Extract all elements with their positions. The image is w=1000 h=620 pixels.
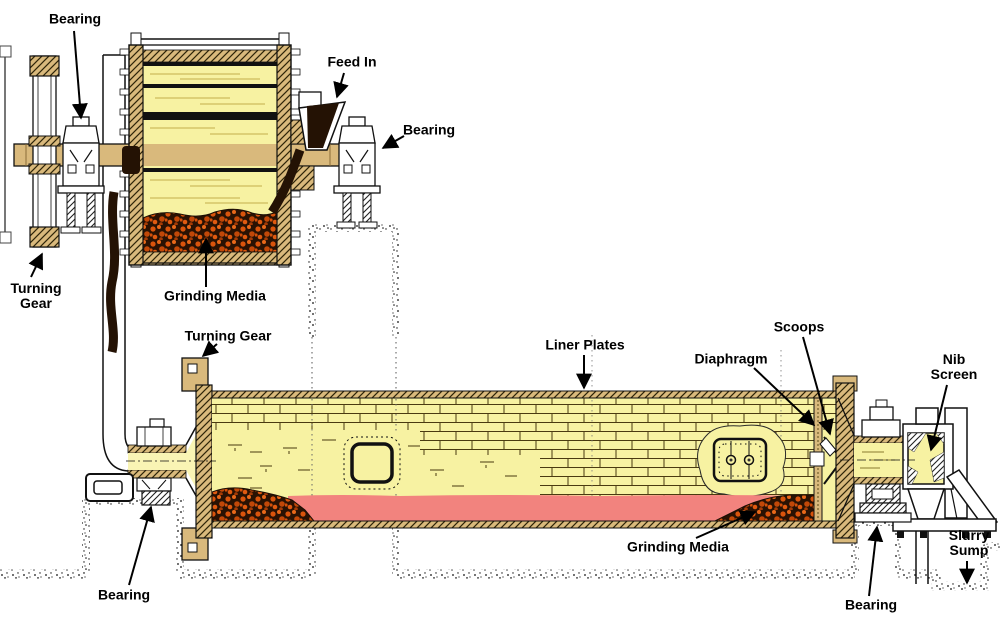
label-feed-in: Feed In [327, 53, 377, 70]
mill-head-right [835, 382, 855, 539]
label-nib-screen: Nib Screen [930, 351, 978, 382]
label-turning-gear-upper: Turning Gear [10, 280, 62, 311]
arrow-bearing-discharge [867, 525, 884, 597]
arrow-nib-screen [926, 384, 948, 452]
feed-duct-interior [128, 453, 186, 470]
section-lines [591, 335, 782, 524]
concrete-pier-middle-base [312, 528, 396, 574]
drum-flange-right [276, 44, 292, 266]
concrete-foundation-left [86, 502, 180, 574]
grinding-media-lower-left [211, 487, 316, 522]
arrow-turning-gear-lower [201, 340, 220, 358]
slurry-pool [288, 495, 816, 521]
lower-mill [85, 335, 999, 584]
liner-bricks-mid [420, 398, 540, 455]
label-diaphragm: Diaphragm [694, 350, 768, 367]
bearing-pedestal-upper-right [333, 116, 381, 229]
mill-head-left [195, 384, 213, 539]
sump-pipes [915, 531, 929, 584]
arrow-scoops [802, 336, 834, 436]
turning-gear-upper [28, 55, 61, 248]
arrow-bearing-feed-lower [128, 505, 155, 586]
foundation-left-edge [82, 498, 184, 574]
sump-platform [892, 518, 997, 532]
pier-middle-hidden-edge [311, 337, 397, 392]
label-bearing-feed-end-upper: Bearing [402, 121, 456, 138]
feed-assembly-upper [122, 91, 347, 215]
arrow-diaphragm [753, 367, 816, 427]
upper-mill-drum [119, 32, 301, 268]
grinding-media-upper-fill [142, 208, 278, 253]
discharge-stream-junction [122, 146, 140, 174]
label-bearing-pinion: Bearing [48, 10, 102, 27]
shell-top-band [211, 390, 839, 399]
nib-screen-top-box [915, 407, 939, 425]
bearing-discharge-end [854, 399, 912, 523]
pier-middle-base-edge [308, 528, 400, 574]
label-bearing-feed-end-lower: Bearing [97, 586, 151, 603]
upper-mill [0, 32, 381, 268]
label-turning-gear-lower: Turning Gear [184, 327, 272, 344]
discharge-funnel [906, 488, 946, 520]
callout-arrows [28, 30, 975, 597]
feed-stream-in-drum [268, 148, 305, 215]
gear-guard-cap [0, 231, 12, 244]
overflow-chute [945, 469, 999, 532]
sump-pit-edge [898, 540, 1000, 591]
label-liner-plates: Liner Plates [545, 336, 625, 353]
label-scoops: Scoops [773, 318, 825, 335]
gear-guard-cap [0, 45, 12, 58]
arrow-bearing-pinion [71, 30, 88, 120]
arrow-grinding-media-lower [695, 510, 757, 539]
feed-material [307, 103, 339, 148]
arrow-turning-gear-upper [28, 252, 44, 278]
diaphragm-center-box [809, 451, 825, 467]
label-slurry-sump: Slurry Sump [948, 527, 990, 558]
manhole-left [338, 431, 406, 493]
bearing-pedestal-upper-left [57, 116, 105, 234]
shell-bottom-band [211, 520, 839, 529]
slurry-stream-in-pipe [106, 191, 120, 353]
manhole-right [697, 424, 787, 498]
bearing-feed-end-lower-assembly [85, 418, 172, 506]
label-grinding-media-upper: Grinding Media [164, 287, 266, 304]
label-bearing-discharge: Bearing [844, 596, 898, 613]
feed-duct-bottom [127, 469, 187, 479]
label-grinding-media-lower: Grinding Media [627, 538, 729, 555]
shell-streaks [150, 73, 268, 204]
concrete-pier-middle [312, 228, 396, 392]
arrow-bearing-upper-right [381, 133, 405, 149]
arrow-feed-in [333, 72, 349, 99]
trunnion-bottom [853, 476, 911, 485]
